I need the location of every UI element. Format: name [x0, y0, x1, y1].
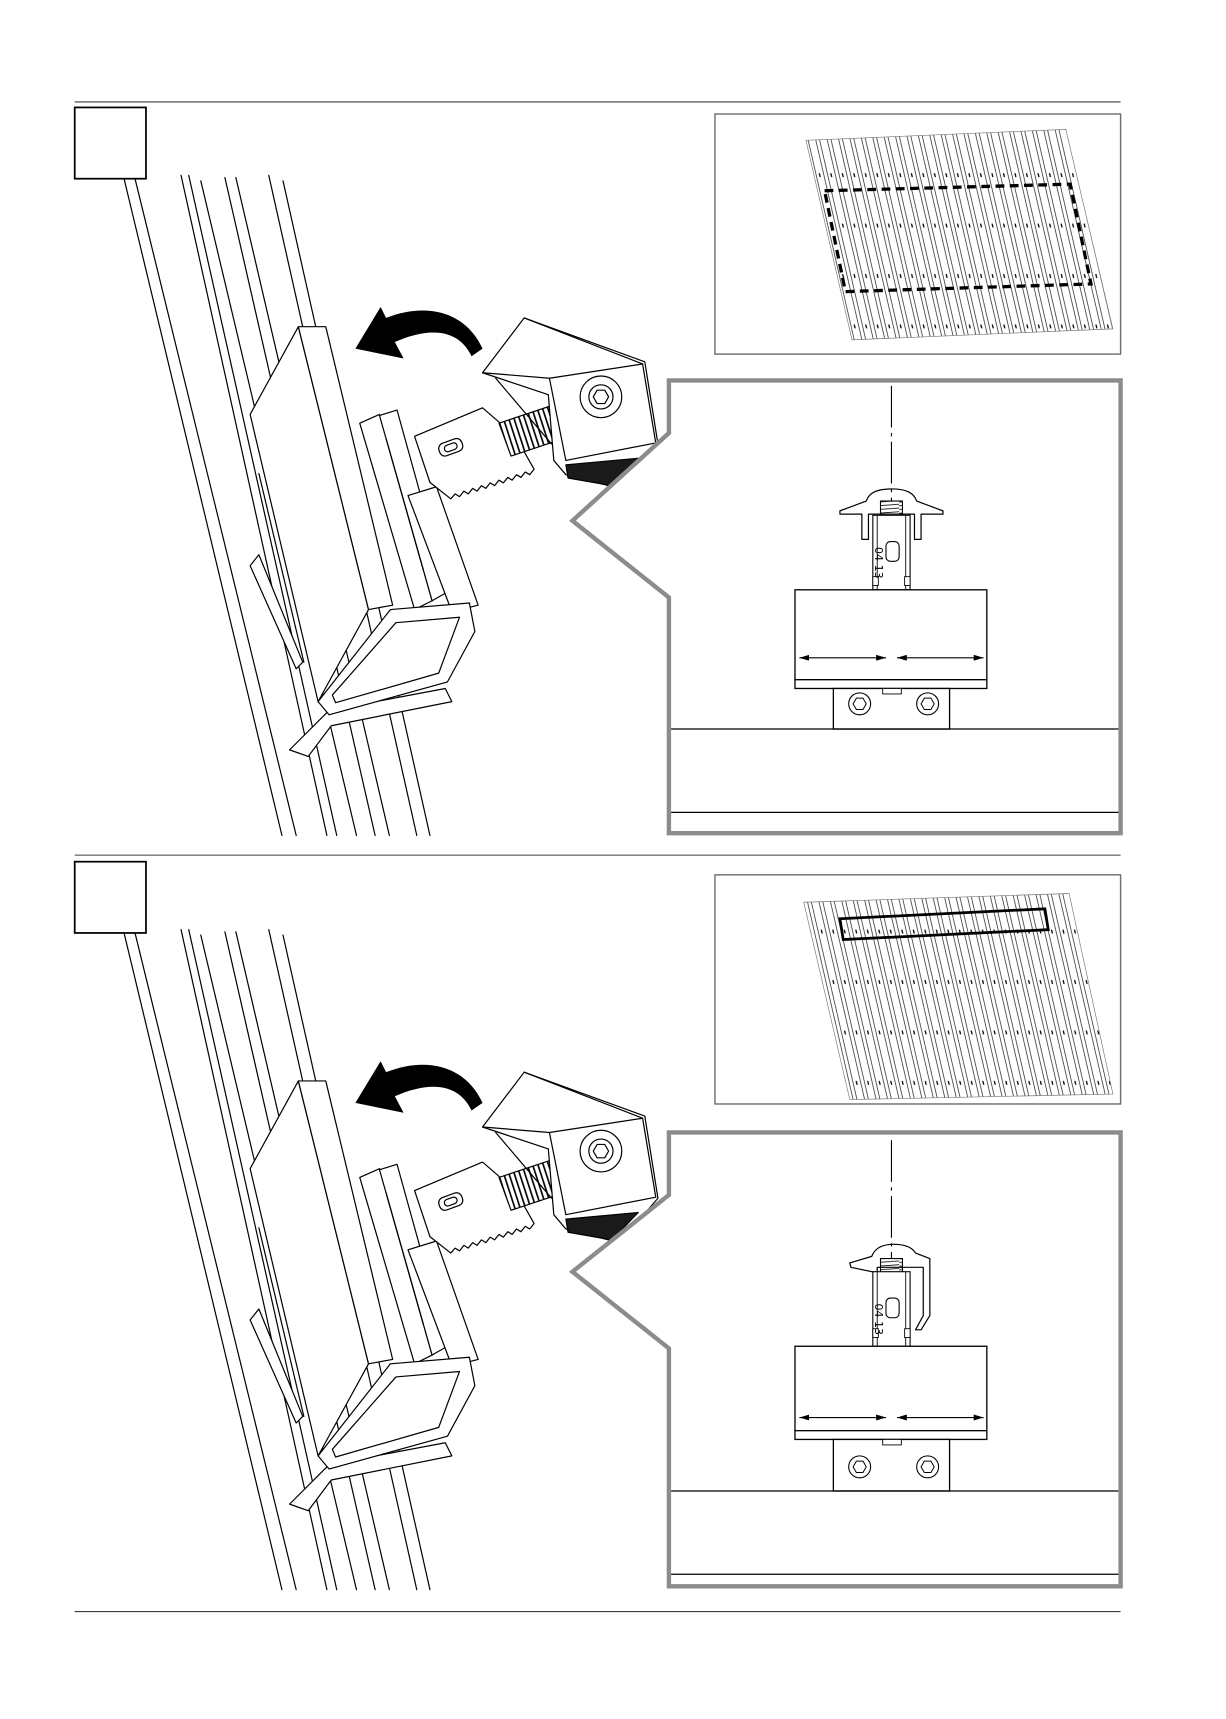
step-2-assembly-drawing	[124, 930, 658, 1590]
scale-bar: 04 13	[872, 1272, 910, 1347]
step-1-overview-panel	[715, 114, 1121, 354]
hex-socket-icon	[580, 376, 622, 418]
rotate-arrow-icon	[355, 307, 482, 359]
hex-bolt-icon	[849, 693, 871, 715]
rail-section	[833, 688, 949, 729]
rail-section	[833, 1439, 949, 1491]
step-2-overview-panel	[715, 875, 1121, 1104]
step-1-number-box	[75, 107, 146, 178]
module-array	[804, 893, 1113, 1099]
hex-bolt-icon	[849, 1456, 871, 1478]
scale-label: 04	[872, 547, 885, 561]
hex-bolt-icon	[917, 1456, 939, 1478]
step-1-assembly-drawing	[124, 175, 658, 835]
scale-label: 13	[872, 1321, 885, 1335]
scale-bar: 04 13	[872, 515, 910, 590]
module-array	[806, 129, 1113, 339]
step-2-number-box	[75, 862, 146, 933]
scale-label: 13	[872, 565, 885, 579]
module-frame-section	[795, 1346, 987, 1439]
hex-bolt-icon	[917, 693, 939, 715]
step-1-detail-callout: 04 13	[572, 380, 1120, 833]
module-frame-section	[795, 590, 987, 689]
scale-label: 04	[872, 1304, 885, 1318]
